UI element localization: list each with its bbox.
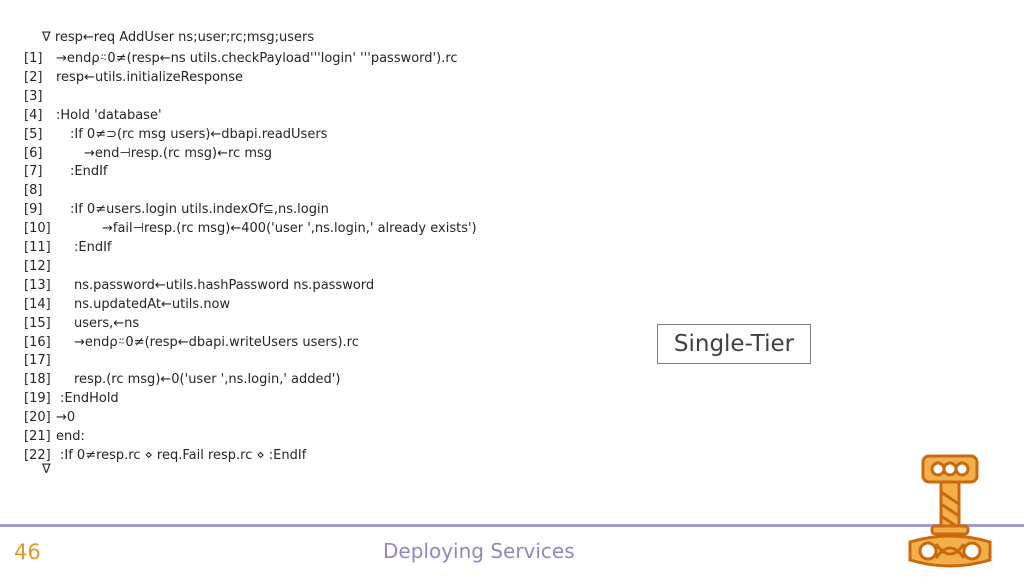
line-number: [20] (24, 410, 51, 426)
code-text: resp.(rc msg)←0('user ',ns.login,' added… (74, 372, 341, 388)
code-text: resp←utils.initializeResponse (56, 69, 244, 85)
code-text: →fail⊣resp.(rc msg)←400('user ',ns.login… (102, 221, 477, 237)
line-number: [11] (24, 240, 51, 255)
code-text: →end⊣resp.(rc msg)←rc msg (84, 145, 273, 161)
function-footer: ∇ (42, 462, 51, 477)
line-number: [21] (24, 429, 51, 444)
line-number: [18] (24, 372, 51, 388)
line-number: [6] (24, 145, 43, 161)
line-number: [10] (24, 221, 51, 237)
code-text: :Hold 'database' (56, 107, 162, 123)
thors-hammer-logo-icon (902, 452, 998, 572)
line-number: [15] (24, 315, 51, 331)
line-number: [19] (24, 391, 51, 407)
code-text: :If 0≠users.login utils.indexOf⊆,ns.logi… (70, 202, 329, 218)
line-number: [3] (24, 88, 43, 104)
line-number: [1] (24, 51, 43, 66)
line-number: [9] (24, 202, 43, 218)
footer-title: Deploying Services (383, 539, 575, 563)
line-number: [7] (24, 164, 43, 180)
footer-divider (0, 524, 1024, 527)
line-number: [2] (24, 69, 43, 85)
code-text: ns.updatedAt←utils.now (74, 296, 231, 312)
code-text: →0 (56, 410, 76, 426)
code-text: ns.password←utils.hashPassword ns.passwo… (74, 277, 375, 293)
code-text: :If 0≠⊃(rc msg users)←dbapi.readUsers (70, 126, 328, 142)
code-text: end: (56, 429, 85, 444)
code-text: users,←ns (74, 315, 140, 331)
function-header: ∇ resp←req AddUser ns;user;rc;msg;users (42, 30, 315, 45)
code-text: :EndIf (74, 240, 112, 255)
single-tier-label: Single-Tier (657, 324, 811, 364)
line-number: [17] (24, 353, 51, 369)
line-number: [14] (24, 296, 51, 312)
code-text: →endρ⍨0≠(resp←dbapi.writeUsers users).rc (74, 334, 359, 350)
code-text: :If 0≠resp.rc ⋄ req.Fail resp.rc ⋄ :EndI… (60, 447, 307, 463)
line-number: [22] (24, 447, 51, 463)
line-number: [12] (24, 258, 51, 274)
line-number: [8] (24, 183, 43, 199)
code-text: :EndIf (70, 164, 108, 180)
code-text: →endρ⍨0≠(resp←ns utils.checkPayload'''lo… (56, 51, 458, 66)
line-number: [5] (24, 126, 43, 142)
slide-number: 46 (14, 540, 41, 564)
line-number: [13] (24, 277, 51, 293)
line-number: [4] (24, 107, 43, 123)
code-text: :EndHold (60, 391, 119, 407)
line-number: [16] (24, 334, 51, 350)
